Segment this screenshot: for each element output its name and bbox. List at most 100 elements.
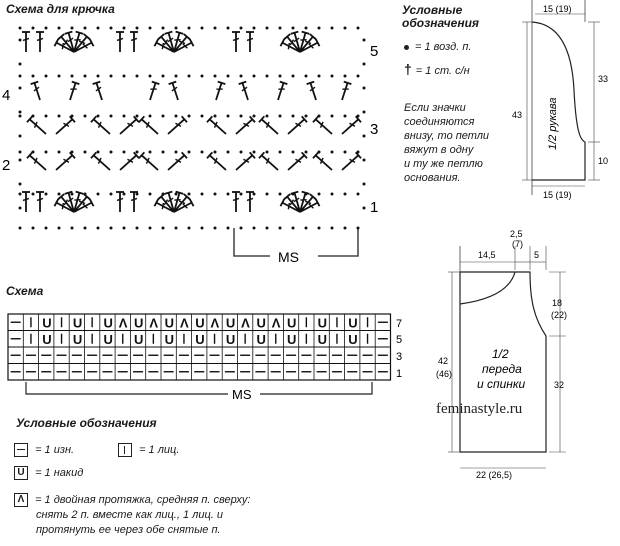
chain-dot (213, 226, 217, 230)
chain-dot (122, 26, 126, 30)
chain-dot (44, 192, 48, 196)
sleeve-height: 43 (512, 110, 522, 120)
double-crochet-symbol (299, 33, 317, 53)
chain-dot (109, 26, 113, 30)
double-crochet-symbol (238, 80, 249, 101)
yarn-over-mark: U (318, 315, 327, 330)
chain-dot (122, 226, 126, 230)
chain-dot (135, 74, 139, 78)
sleeve-label: 1/2 рукава (547, 97, 559, 150)
chain-dot (187, 26, 191, 30)
double-crochet-symbol (55, 115, 76, 135)
chain-dot (239, 150, 243, 154)
note-line: Если значки (404, 102, 466, 114)
chain-dot (200, 192, 204, 196)
chain-dot (70, 192, 74, 196)
crochet-row-number-2: 2 (2, 157, 10, 174)
chain-dot (187, 114, 191, 118)
chain-dot (18, 206, 22, 210)
double-crochet-symbol (167, 151, 188, 171)
chain-dot (200, 226, 204, 230)
chain-dot (317, 150, 321, 154)
double-crochet-symbol (153, 198, 175, 213)
double-crochet-symbol (173, 193, 191, 213)
chain-dot (18, 226, 22, 230)
chain-dot (239, 192, 243, 196)
chain-dot (174, 26, 178, 30)
chain-dot (44, 150, 48, 154)
knit-legend-yo: U = 1 накид (14, 466, 83, 481)
body-label-line: и спинки (477, 377, 526, 391)
chain-dot (226, 74, 230, 78)
double-crochet-symbol (246, 191, 254, 212)
chain-dot (317, 26, 321, 30)
chain-dot (291, 26, 295, 30)
double-crochet-symbol (283, 33, 301, 53)
chain-dot (213, 114, 217, 118)
chain-dot (31, 226, 35, 230)
note-line: вяжут в одну (404, 144, 474, 156)
sleeve-outline (531, 21, 586, 181)
double-crochet-symbol (258, 151, 279, 171)
knit-stitch-icon (118, 443, 132, 458)
crochet-legend-title-text: Условные обозначения (402, 3, 479, 30)
knit-legend-purl: = 1 изн. (14, 443, 74, 458)
double-crochet-symbol (279, 38, 301, 53)
body-neck-top: 2,5 (510, 229, 523, 239)
chain-dot (70, 226, 74, 230)
chain-dot (161, 26, 165, 30)
chain-dot (18, 182, 22, 186)
chain-dot (57, 74, 61, 78)
chain-dot (343, 74, 347, 78)
chain-dot (278, 192, 282, 196)
double-crochet-symbol (138, 115, 159, 135)
double-crochet-symbol (119, 115, 140, 135)
chain-dot (200, 74, 204, 78)
double-crochet-symbol (157, 33, 175, 53)
chain-dot (213, 192, 217, 196)
sleeve-bottom-width: 15 (19) (543, 190, 572, 200)
chain-dot (362, 110, 366, 114)
crochet-chart-title: Схема для крючка (6, 2, 115, 16)
yarn-over-mark: U (103, 332, 112, 347)
yarn-over-mark: U (134, 332, 143, 347)
knit-legend-double-line: снять 2 п. вместе как лиц., 1 лиц. и (36, 509, 223, 521)
chain-dot (148, 26, 152, 30)
chain-dot (96, 74, 100, 78)
chain-dot (356, 226, 360, 230)
crochet-row-number-4: 4 (2, 87, 10, 104)
double-crochet-symbol (232, 191, 240, 212)
double-crochet-symbol (69, 80, 80, 101)
crochet-legend-chain: = 1 возд. п. (404, 40, 471, 54)
chain-dot (122, 150, 126, 154)
double-crochet-symbol (215, 80, 226, 101)
chain-dot (213, 26, 217, 30)
chain-dot (304, 192, 308, 196)
double-crochet-symbol (26, 151, 47, 171)
double-crochet-symbol (57, 33, 75, 53)
chain-dot (356, 114, 360, 118)
chain-dot (109, 226, 113, 230)
double-crochet-symbol (130, 191, 138, 212)
knit-row-number-5: 5 (396, 334, 402, 346)
chain-dot (174, 226, 178, 230)
yarn-over-mark: U (318, 332, 327, 347)
double-crochet-symbol (235, 151, 256, 171)
double-decrease-mark: Λ (149, 315, 158, 330)
chain-dot (317, 114, 321, 118)
double-crochet-symbol (290, 30, 301, 53)
double-crochet-symbol (206, 115, 227, 135)
chain-dot (18, 38, 22, 42)
double-crochet-symbol (53, 198, 75, 213)
body-label-line: 1/2 (492, 347, 509, 361)
chain-dot (239, 74, 243, 78)
chain-dot (161, 192, 165, 196)
body-width-left: 14,5 (478, 250, 496, 260)
crochet-legend-dc: †= 1 ст. с/н (404, 62, 470, 78)
chain-dot (57, 150, 61, 154)
double-crochet-symbol (30, 80, 41, 101)
double-crochet-symbol (287, 151, 308, 171)
body-neck-top-alt: (7) (512, 239, 523, 249)
chain-dot (135, 226, 139, 230)
